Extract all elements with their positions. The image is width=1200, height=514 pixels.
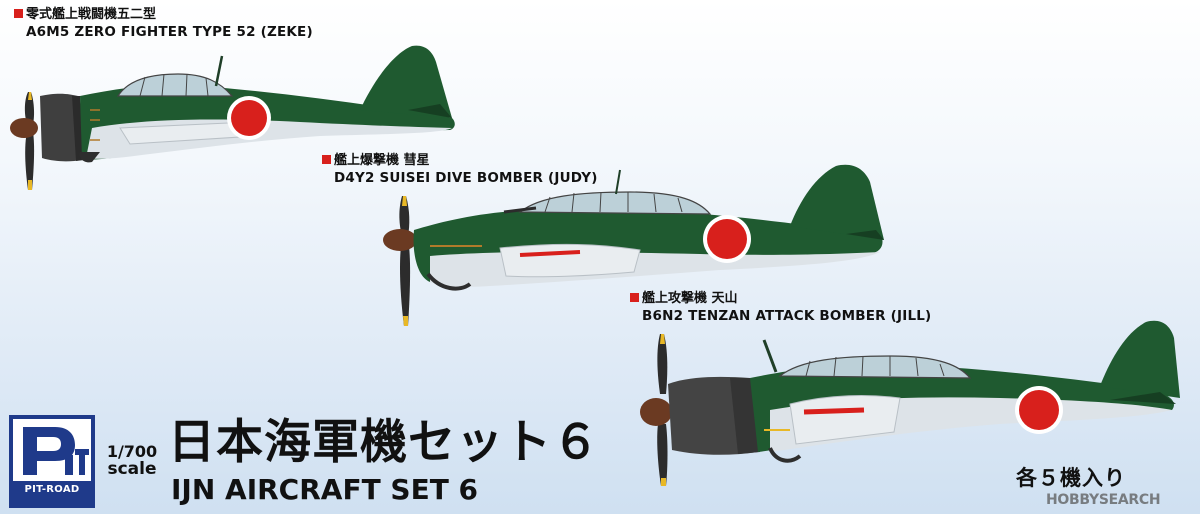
suisei-name-en: D4Y2 SUISEI DIVE BOMBER (JUDY) (334, 170, 598, 186)
zero-name-jp: 零式艦上戦闘機五二型 (26, 7, 157, 22)
scale-value: 1/700 (106, 442, 158, 461)
tenzan-caption: 艦上攻撃機 天山 B6N2 TENZAN ATTACK BOMBER (JILL… (630, 290, 931, 325)
suisei-caption: 艦上爆撃機 彗星 D4Y2 SUISEI DIVE BOMBER (JUDY) (322, 152, 598, 187)
tenzan-name-en: B6N2 TENZAN ATTACK BOMBER (JILL) (642, 308, 932, 324)
tenzan-name-jp: 艦上攻撃機 天山 (642, 291, 738, 306)
quantity-note: 各５機入り (1016, 466, 1126, 490)
zero-caption: 零式艦上戦闘機五二型 A6M5 ZERO FIGHTER TYPE 52 (ZE… (14, 6, 313, 41)
watermark: HOBBYSEARCH (1046, 492, 1161, 508)
pit-road-logo (9, 415, 95, 508)
suisei-propeller (383, 196, 417, 326)
red-square-bullet (14, 9, 23, 18)
red-square-bullet (322, 155, 331, 164)
zero-name-en: A6M5 ZERO FIGHTER TYPE 52 (ZEKE) (26, 24, 313, 40)
zero-propeller (10, 92, 38, 190)
scale-unit: scale (107, 459, 157, 479)
tenzan-propeller (640, 334, 672, 486)
red-square-bullet (630, 293, 639, 302)
suisei-name-jp: 艦上爆撃機 彗星 (334, 153, 430, 168)
product-title-en: IJN AIRCRAFT SET 6 (171, 473, 479, 506)
scale-label: 1/700 scale (103, 443, 161, 478)
pit-road-logo-text: PIT-ROAD (24, 484, 80, 495)
product-title-jp: 日本海軍機セット６ (168, 415, 600, 470)
